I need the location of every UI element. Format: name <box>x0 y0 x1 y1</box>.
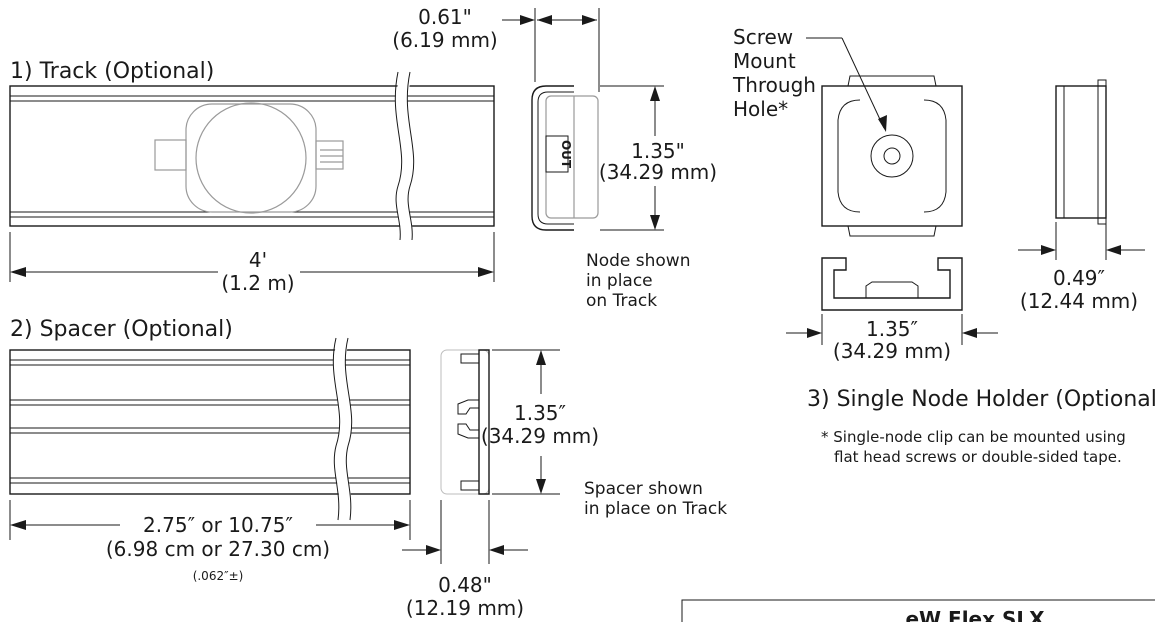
spacer-length-dimension: 2.75″ or 10.75″ (6.98 cm or 27.30 cm) (.… <box>9 500 411 583</box>
track-note: Node shown in place on Track <box>586 251 690 311</box>
holder-callout-line-2: Mount <box>733 49 796 73</box>
track-height-top: 1.35" <box>631 139 685 163</box>
product-box: eW Flex SLX <box>681 599 1155 626</box>
track-width-bottom: (6.19 mm) <box>392 28 497 52</box>
holder-side-width-bottom: (12.44 mm) <box>1020 289 1138 313</box>
spacer-width-dimension: 0.48" (12.19 mm) <box>402 500 528 620</box>
holder-callout-line-3: Through <box>732 73 816 97</box>
holder-front-width-dimension: 1.35″ (34.29 mm) <box>786 314 998 363</box>
track-length-dimension: 4' (1.2 m) <box>9 232 495 295</box>
track-note-line-1: Node shown <box>586 251 690 271</box>
holder-callout-line-1: Screw <box>733 25 793 49</box>
holder-title: 3) Single Node Holder (Optional) <box>807 387 1155 412</box>
node-out-label: OUT <box>559 140 573 169</box>
spacer-height-bottom: (34.29 mm) <box>481 424 599 448</box>
track-title: 1) Track (Optional) <box>10 59 214 84</box>
spacer-note-line-1: Spacer shown <box>584 479 703 499</box>
track-profile: OUT <box>531 85 599 231</box>
spacer-title: 2) Spacer (Optional) <box>10 317 233 342</box>
spacer-height-top: 1.35″ <box>514 401 566 425</box>
holder-side-width-top: 0.49″ <box>1053 266 1105 290</box>
spacer-length-top: 2.75″ or 10.75″ <box>143 513 293 537</box>
spacer-note-line-2: in place on Track <box>584 499 727 519</box>
holder-footnote: * Single-node clip can be mounted using … <box>821 428 1126 466</box>
track-body <box>9 71 495 241</box>
holder-side-view <box>1055 79 1107 225</box>
node <box>154 102 344 214</box>
track-note-line-2: in place <box>586 271 653 291</box>
spacer-body <box>9 337 411 521</box>
holder-front-width-bottom: (34.29 mm) <box>833 339 951 363</box>
track-length-bottom: (1.2 m) <box>221 271 294 295</box>
track-height-bottom: (34.29 mm) <box>599 160 717 184</box>
spacer-width-top: 0.48" <box>438 573 492 597</box>
spacer-tolerance: (.062″±) <box>193 569 244 583</box>
holder-callout-line-4: Hole* <box>733 97 788 121</box>
spacer-note: Spacer shown in place on Track <box>584 479 727 519</box>
holder-front-view <box>821 257 963 311</box>
product-box-title: eW Flex SLX <box>905 607 1045 622</box>
holder-footnote-line-1: * Single-node clip can be mounted using <box>821 428 1126 446</box>
track-length-top: 4' <box>249 248 267 272</box>
track-note-line-3: on Track <box>586 291 657 311</box>
holder-top-view <box>821 75 963 237</box>
holder-callout: Screw Mount Through Hole* <box>732 25 887 132</box>
track-width-top: 0.61" <box>418 5 472 29</box>
holder-side-width-dimension: 0.49″ (12.44 mm) <box>1018 222 1145 313</box>
holder-footnote-line-2: flat head screws or double-sided tape. <box>834 448 1122 466</box>
spacer-width-bottom: (12.19 mm) <box>406 596 524 620</box>
spacer-profile <box>440 349 490 495</box>
spacer-height-dimension: 1.35″ (34.29 mm) <box>481 349 599 495</box>
track-profile-width-dimension: 0.61" (6.19 mm) <box>392 5 600 92</box>
holder-front-width-top: 1.35″ <box>866 317 918 341</box>
spacer-length-bottom: (6.98 cm or 27.30 cm) <box>106 537 330 561</box>
track-profile-height-dimension: 1.35" (34.29 mm) <box>599 85 717 231</box>
